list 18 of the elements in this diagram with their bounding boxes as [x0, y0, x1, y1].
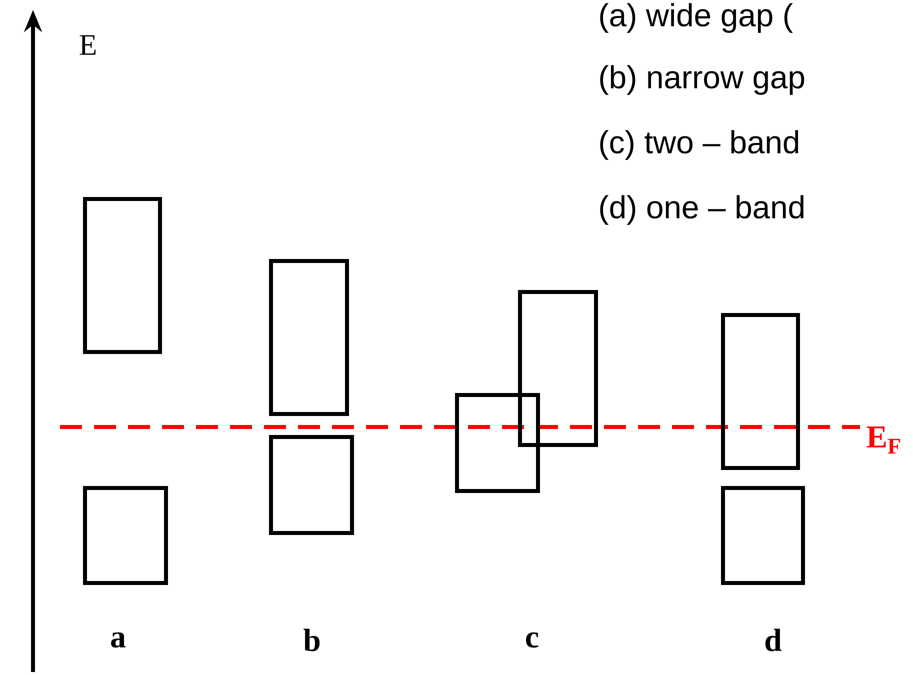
band-box — [518, 290, 598, 447]
legend-text: (d) one – band — [600, 195, 804, 225]
band-box — [721, 313, 800, 470]
axis-label: E — [80, 35, 96, 55]
fermi-level-label: E$_{F}$ — [866, 426, 900, 454]
band-box — [83, 486, 168, 585]
column-label: a — [111, 632, 126, 648]
legend-text: (b) narrow gap — [600, 65, 804, 95]
band-box — [269, 259, 349, 416]
band-box — [269, 435, 354, 535]
band-box — [83, 197, 162, 354]
column-label: c — [526, 632, 538, 648]
band-box — [455, 393, 540, 493]
column-label: b — [304, 628, 320, 652]
column-label: d — [765, 628, 782, 652]
band-box — [721, 486, 805, 585]
legend-text: (c) two – band — [600, 130, 798, 160]
legend-text: (a) wide gap ( — [600, 3, 793, 33]
